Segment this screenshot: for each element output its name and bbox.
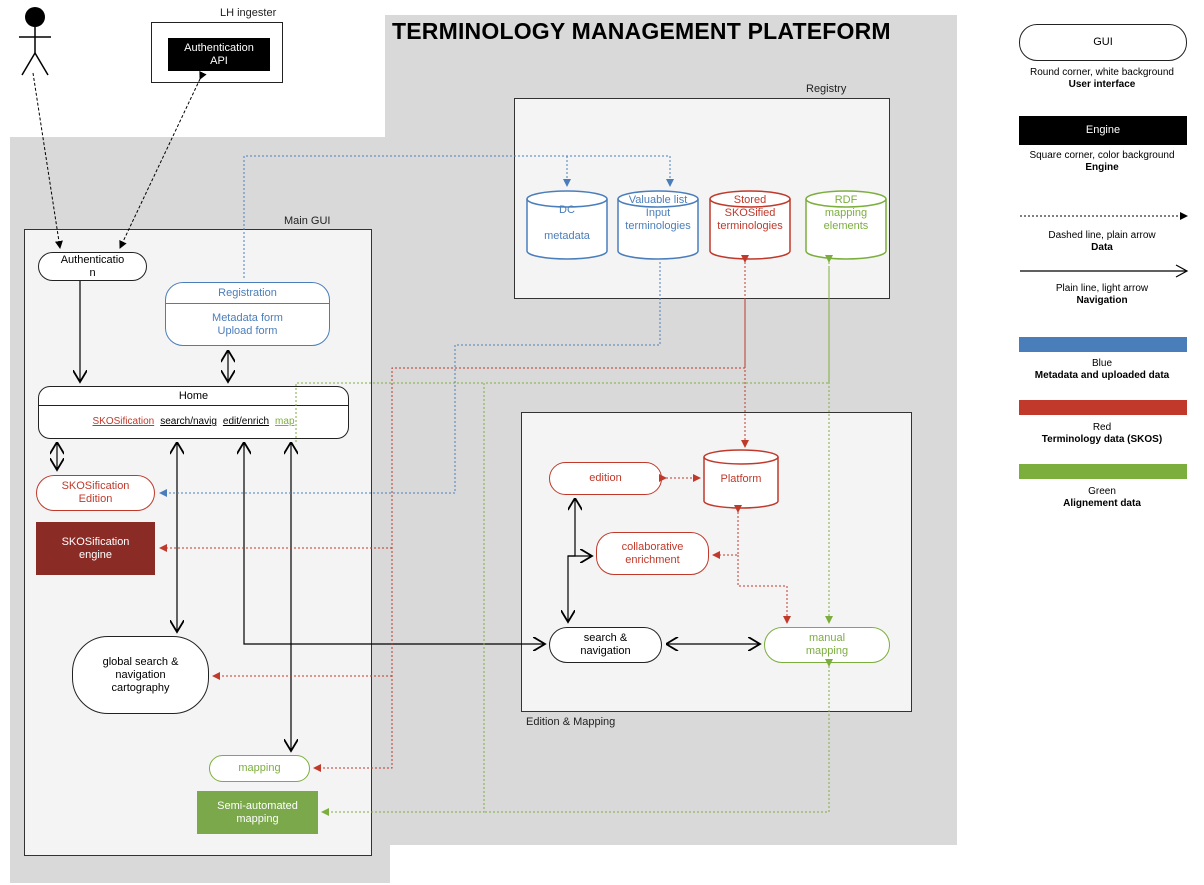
legend-navigation-desc: Plain line, light arrow — [1055, 283, 1149, 294]
legend-engine-box: Engine — [1019, 116, 1187, 145]
search-nav-line2: navigation — [580, 645, 631, 657]
input-line1: Valuable list — [628, 194, 688, 206]
home-header: Home — [39, 387, 348, 406]
upload-form-label: Upload form — [217, 324, 278, 337]
legend-blue-bold: Metadata and uploaded data — [1034, 370, 1170, 381]
legend-green-name: Green — [1088, 486, 1116, 497]
home-link-search-navig[interactable]: search/navig — [160, 416, 217, 427]
rdf-line2: mapping — [824, 207, 868, 219]
registry-label: Registry — [806, 83, 847, 95]
collaborative-line1: collaborative — [621, 540, 684, 553]
dc-line1: DC — [559, 204, 575, 216]
lh-ingester-label: LH ingester — [220, 7, 277, 19]
skosification-edition-line1: SKOSification — [61, 480, 130, 492]
dc-line2: metadata — [544, 230, 590, 242]
legend-gui-label: GUI — [1093, 36, 1113, 48]
legend-red-swatch — [1019, 400, 1187, 415]
rdf-line3: elements — [823, 220, 869, 232]
legend-navigation-line — [1020, 264, 1189, 278]
manual-mapping-line1: manual — [808, 632, 846, 644]
legend-red-name: Red — [1092, 422, 1112, 433]
authentication-api-engine: Authentication API — [168, 38, 270, 71]
home-link-map[interactable]: map — [275, 416, 295, 427]
global-search-node[interactable]: global search & navigation cartography — [72, 636, 209, 714]
edition-label: edition — [589, 472, 622, 484]
home-link-skosification[interactable]: SKOSification — [92, 416, 155, 427]
legend-data-desc: Dashed line, plain arrow — [1048, 230, 1156, 241]
skosification-engine: SKOSification engine — [36, 522, 155, 575]
legend-gui-desc: Round corner, white background — [1030, 67, 1174, 78]
authentication-api-line1: Authentication — [184, 41, 254, 54]
authentication-line1: Authenticatio — [60, 253, 125, 266]
semi-automated-mapping-engine: Semi-automated mapping — [197, 791, 318, 834]
skos-engine-line2: engine — [78, 548, 113, 561]
authentication-node[interactable]: Authenticatio n — [38, 252, 147, 281]
rdf-line1: RDF — [834, 194, 858, 206]
legend-green-bold: Alignement data — [1063, 498, 1141, 509]
legend-data-bold: Data — [1091, 242, 1113, 253]
skosification-edition-line2: Edition — [78, 493, 113, 505]
manual-mapping-node[interactable]: manual mapping — [764, 627, 890, 663]
dc-metadata-store: DC metadata — [526, 190, 608, 260]
skosification-edition-node[interactable]: SKOSification Edition — [36, 475, 155, 511]
legend-gui-box: GUI — [1019, 24, 1187, 61]
mapping-node[interactable]: mapping — [209, 755, 310, 782]
legend-data-text: Dashed line, plain arrow Data — [1012, 230, 1192, 254]
input-line2: Input — [645, 207, 671, 219]
input-line3: terminologies — [625, 220, 691, 232]
legend-navigation-text: Plain line, light arrow Navigation — [1012, 283, 1192, 307]
legend-green-swatch — [1019, 464, 1187, 479]
collaborative-line2: enrichment — [625, 553, 680, 566]
person-icon — [19, 7, 51, 76]
main-gui-label: Main GUI — [284, 215, 331, 227]
edition-mapping-label: Edition & Mapping — [526, 716, 616, 728]
skos-line1: Stored — [733, 194, 767, 206]
authentication-line2: n — [89, 266, 96, 279]
legend-red-bold: Terminology data (SKOS) — [1041, 434, 1163, 445]
global-search-line3: cartography — [111, 681, 170, 694]
legend-engine-desc: Square corner, color background — [1029, 150, 1175, 161]
legend-engine-label: Engine — [1085, 124, 1121, 136]
mapping-label: mapping — [238, 762, 281, 774]
collaborative-enrichment-node[interactable]: collaborative enrichment — [596, 532, 709, 575]
registration-node[interactable]: Registration Metadata form Upload form — [165, 282, 330, 346]
legend-gui-bold: User interface — [1068, 79, 1136, 90]
global-search-line1: global search & — [102, 655, 179, 668]
semi-auto-line2: mapping — [236, 812, 279, 825]
legend-engine-bold: Engine — [1085, 162, 1119, 173]
skos-engine-line1: SKOSification — [61, 535, 130, 548]
authentication-api-line2: API — [210, 54, 228, 67]
skos-line3: terminologies — [717, 220, 783, 232]
legend-engine-text: Square corner, color background Engine — [1012, 150, 1192, 174]
platform-title: TERMINOLOGY MANAGEMENT PLATEFORM — [392, 18, 891, 44]
metadata-form-label: Metadata form — [212, 311, 283, 324]
legend-blue-name: Blue — [1091, 358, 1112, 369]
home-node[interactable]: Home SKOSification search/navig edit/enr… — [38, 386, 349, 439]
semi-auto-line1: Semi-automated — [217, 799, 298, 812]
registration-header: Registration — [166, 283, 329, 304]
legend-green-text: Green Alignement data — [1012, 486, 1192, 510]
home-link-edit-enrich[interactable]: edit/enrich — [222, 416, 270, 427]
legend-blue-swatch — [1019, 337, 1187, 352]
platform-store-label: Platform — [720, 473, 762, 485]
legend-gui-text: Round corner, white background User inte… — [1012, 67, 1192, 91]
legend-red-text: Red Terminology data (SKOS) — [1012, 422, 1192, 446]
legend-data-line — [1020, 212, 1188, 220]
legend-navigation-bold: Navigation — [1076, 295, 1128, 306]
legend-blue-text: Blue Metadata and uploaded data — [1012, 358, 1192, 382]
skos-line2: SKOSified — [724, 207, 776, 219]
manual-mapping-line2: mapping — [805, 645, 849, 657]
search-navigation-node[interactable]: search & navigation — [549, 627, 662, 663]
global-search-line2: navigation — [115, 668, 166, 681]
search-nav-line1: search & — [583, 632, 628, 644]
